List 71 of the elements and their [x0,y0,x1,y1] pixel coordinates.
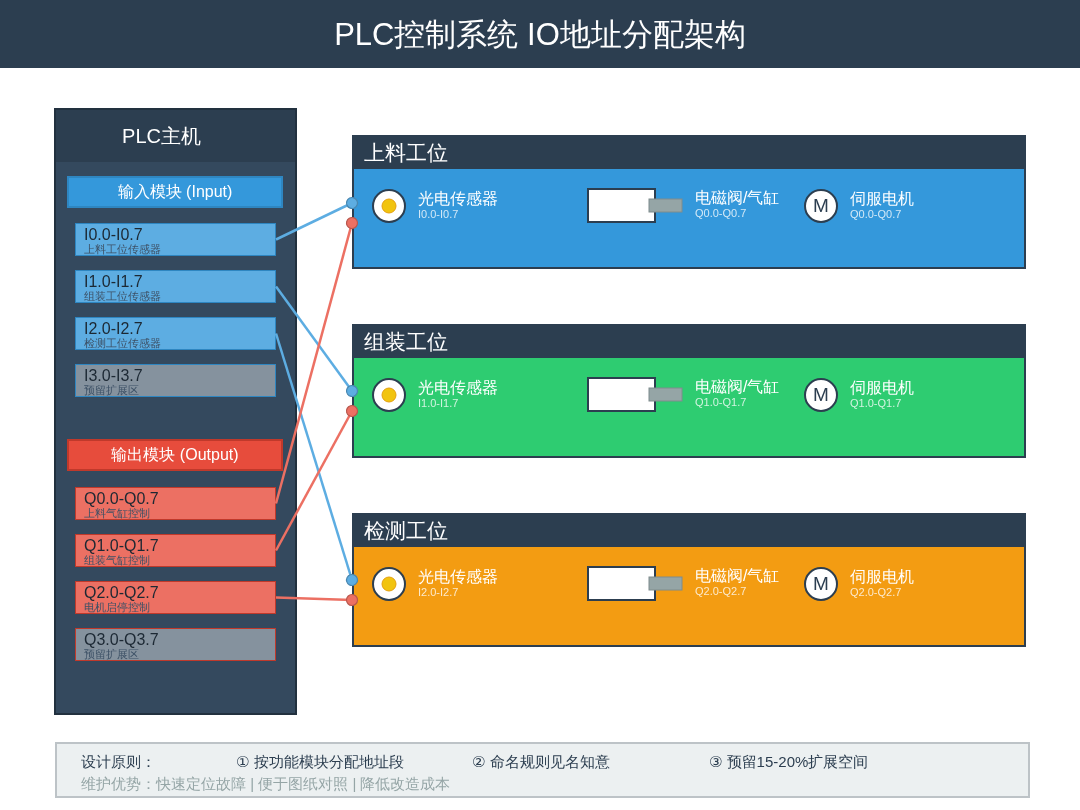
note-heading: 设计原则： [81,753,156,771]
station-panel [352,135,1026,269]
sensor-symbol [372,567,406,601]
connection-line [275,196,359,241]
note-item: ② 命名规则见名知意 [472,753,610,771]
note-item: ① 按功能模块分配地址段 [236,753,404,771]
station-panel [352,324,1026,458]
address-box [75,581,276,614]
address-description: 组装气缸控制 [84,554,150,566]
connection-line [274,404,359,552]
address-range: I0.0-I0.7 [84,226,143,243]
address-description: 组装工位传感器 [84,290,161,302]
plc-panel [54,108,297,715]
device-name: 电磁阀/气缸 [695,378,780,396]
connection-line [275,285,359,398]
cylinder-symbol [587,566,683,601]
sensor-symbol [372,378,406,412]
station-title: 上料工位 [364,140,448,166]
station-panel [352,513,1026,647]
address-range: Q2.0-Q2.7 [850,586,902,598]
address-description: 电机启停控制 [84,601,150,613]
address-box [75,364,276,397]
address-description: 上料工位传感器 [84,243,161,255]
address-range: Q0.0-Q0.7 [850,208,902,220]
device-name: 伺服电机 [850,568,914,586]
address-range: I0.0-I0.7 [418,208,459,220]
module-header: 输入模块 (Input) [67,176,283,208]
address-range: I2.0-I2.7 [84,320,143,337]
page-title: PLC控制系统 IO地址分配架构 [334,16,746,54]
address-range: Q0.0-Q0.7 [84,490,159,507]
note-panel [55,742,1030,798]
address-range: Q2.0-Q2.7 [84,584,159,601]
address-range: Q1.0-Q1.7 [850,397,902,409]
note-text: 维护优势：快速定位故障 | 便于图纸对照 | 降低改造成本 [81,775,451,793]
address-range: Q1.0-Q1.7 [695,396,747,408]
device-name: 伺服电机 [850,379,914,397]
address-range: I1.0-I1.7 [418,397,459,409]
connection-line [275,593,359,607]
address-range: I2.0-I2.7 [418,586,459,598]
cylinder-symbol [587,377,683,412]
address-description: 预留扩展区 [84,384,139,396]
address-box [75,317,276,350]
panel-title: PLC主机 [56,110,295,162]
cylinder-symbol [587,188,683,223]
address-range: Q3.0-Q3.7 [84,631,159,648]
station-title: 组装工位 [364,329,448,355]
device-name: 电磁阀/气缸 [695,189,780,207]
address-box [75,487,276,520]
address-range: I1.0-I1.7 [84,273,143,290]
station-title: 检测工位 [364,518,448,544]
sensor-symbol [372,189,406,223]
address-range: Q2.0-Q2.7 [695,585,747,597]
module-header: 输出模块 (Output) [67,439,283,471]
address-range: I3.0-I3.7 [84,367,143,384]
address-description: 预留扩展区 [84,648,139,660]
address-range: Q1.0-Q1.7 [84,537,159,554]
address-box [75,534,276,567]
device-name: 光电传感器 [418,379,498,397]
note-item: ③ 预留15-20%扩展空间 [709,753,869,771]
device-name: 伺服电机 [850,190,914,208]
device-name: 光电传感器 [418,568,498,586]
address-box [75,270,276,303]
address-description: 检测工位传感器 [84,337,161,349]
address-box [75,223,276,256]
connection-line [274,333,359,587]
device-name: 光电传感器 [418,190,498,208]
address-description: 上料气缸控制 [84,507,150,519]
address-range: Q0.0-Q0.7 [695,207,747,219]
connection-line [274,216,359,504]
device-name: 电磁阀/气缸 [695,567,780,585]
address-box [75,628,276,661]
